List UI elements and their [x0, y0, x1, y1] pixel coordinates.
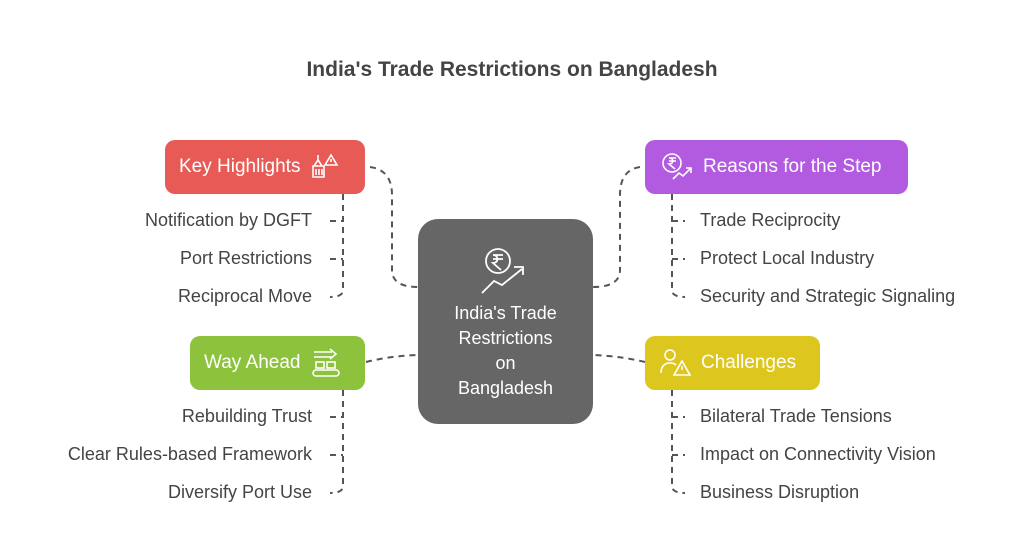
rupee-growth-icon: [480, 247, 524, 294]
list-item: Port Restrictions: [179, 248, 312, 268]
branch-label: Way Ahead: [204, 352, 301, 373]
person-warning-icon: [660, 349, 691, 376]
central-topic: India's Trade Restrictions on Bangladesh: [418, 219, 593, 424]
branch-label: Key Highlights: [179, 156, 301, 177]
container-warning-icon: [312, 153, 339, 178]
branch-key-highlights: Key Highlights: [165, 140, 365, 194]
conveyor-arrow-icon: [312, 348, 341, 377]
list-item: Bilateral Trade Tensions: [700, 406, 892, 426]
center-line: India's Trade: [454, 302, 557, 323]
branch-challenges: Challenges: [645, 336, 820, 390]
center-line: on: [495, 352, 516, 373]
rupee-arrow-icon: [662, 153, 692, 180]
center-line: Bangladesh: [457, 377, 554, 398]
list-item: Trade Reciprocity: [700, 210, 841, 230]
diagram-title: India's Trade Restrictions on Bangladesh: [306, 58, 718, 81]
list-item: Notification by DGFT: [144, 210, 312, 230]
branch-label: Challenges: [701, 352, 797, 373]
branch-reasons: Reasons for the Step: [645, 140, 908, 194]
list-item: Rebuilding Trust: [181, 406, 312, 426]
list-item: Business Disruption: [700, 482, 860, 502]
branch-label: Reasons for the Step: [703, 156, 882, 177]
list-item: Impact on Connectivity Vision: [700, 444, 936, 464]
list-item: Reciprocal Move: [177, 286, 312, 306]
branch-way-ahead: Way Ahead: [190, 336, 365, 390]
center-line: Restrictions: [458, 327, 553, 348]
list-item: Security and Strategic Signaling: [700, 286, 956, 306]
list-item: Diversify Port Use: [167, 482, 312, 502]
list-item: Protect Local Industry: [700, 248, 875, 268]
list-item: Clear Rules-based Framework: [67, 444, 312, 464]
